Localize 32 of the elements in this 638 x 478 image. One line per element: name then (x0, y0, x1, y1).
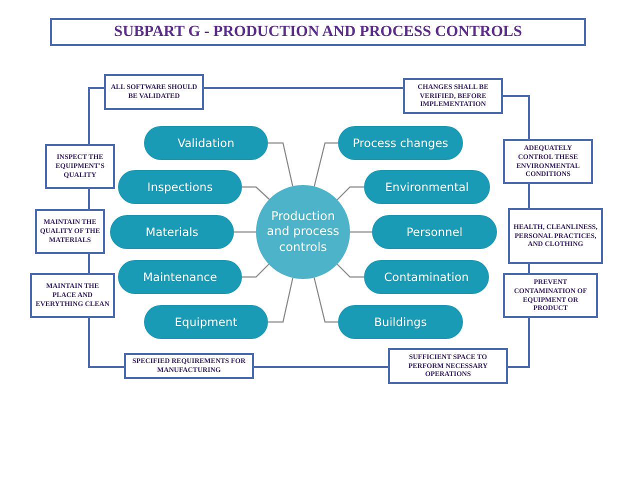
title-banner: SUBPART G - PRODUCTION AND PROCESS CONTROLS (50, 18, 586, 46)
topic-pill: Personnel (372, 215, 497, 249)
connector-line (336, 263, 364, 278)
topic-pill: Materials (110, 215, 234, 249)
topic-pill: Process changes (338, 126, 463, 160)
frame-connector (254, 366, 388, 368)
frame-connector (88, 87, 104, 144)
center-circle: Production and process controls (256, 185, 350, 279)
frame-connector (503, 95, 530, 139)
connector-line (242, 186, 271, 201)
topic-pill: Maintenance (118, 260, 242, 294)
frame-connector (204, 87, 403, 89)
frame-connector (528, 184, 530, 208)
topic-pill: Validation (144, 126, 268, 160)
topic-pill: Inspections (118, 170, 242, 204)
connector-line (242, 262, 271, 278)
connector-line (314, 278, 338, 323)
frame-connector (528, 264, 530, 273)
connector-line (268, 142, 294, 186)
topic-pill: Contamination (364, 260, 489, 294)
topic-pill: Buildings (338, 305, 463, 339)
topic-pill: Equipment (144, 305, 268, 339)
frame-connector (88, 318, 124, 368)
topic-pill: Environmental (364, 170, 490, 204)
connector-line (234, 231, 256, 233)
frame-connector (88, 254, 90, 273)
connector-line (268, 278, 294, 323)
frame-connector (508, 318, 530, 368)
frame-connector (88, 189, 90, 209)
connector-line (336, 186, 364, 201)
connector-line (350, 231, 372, 233)
connector-line (314, 142, 338, 187)
